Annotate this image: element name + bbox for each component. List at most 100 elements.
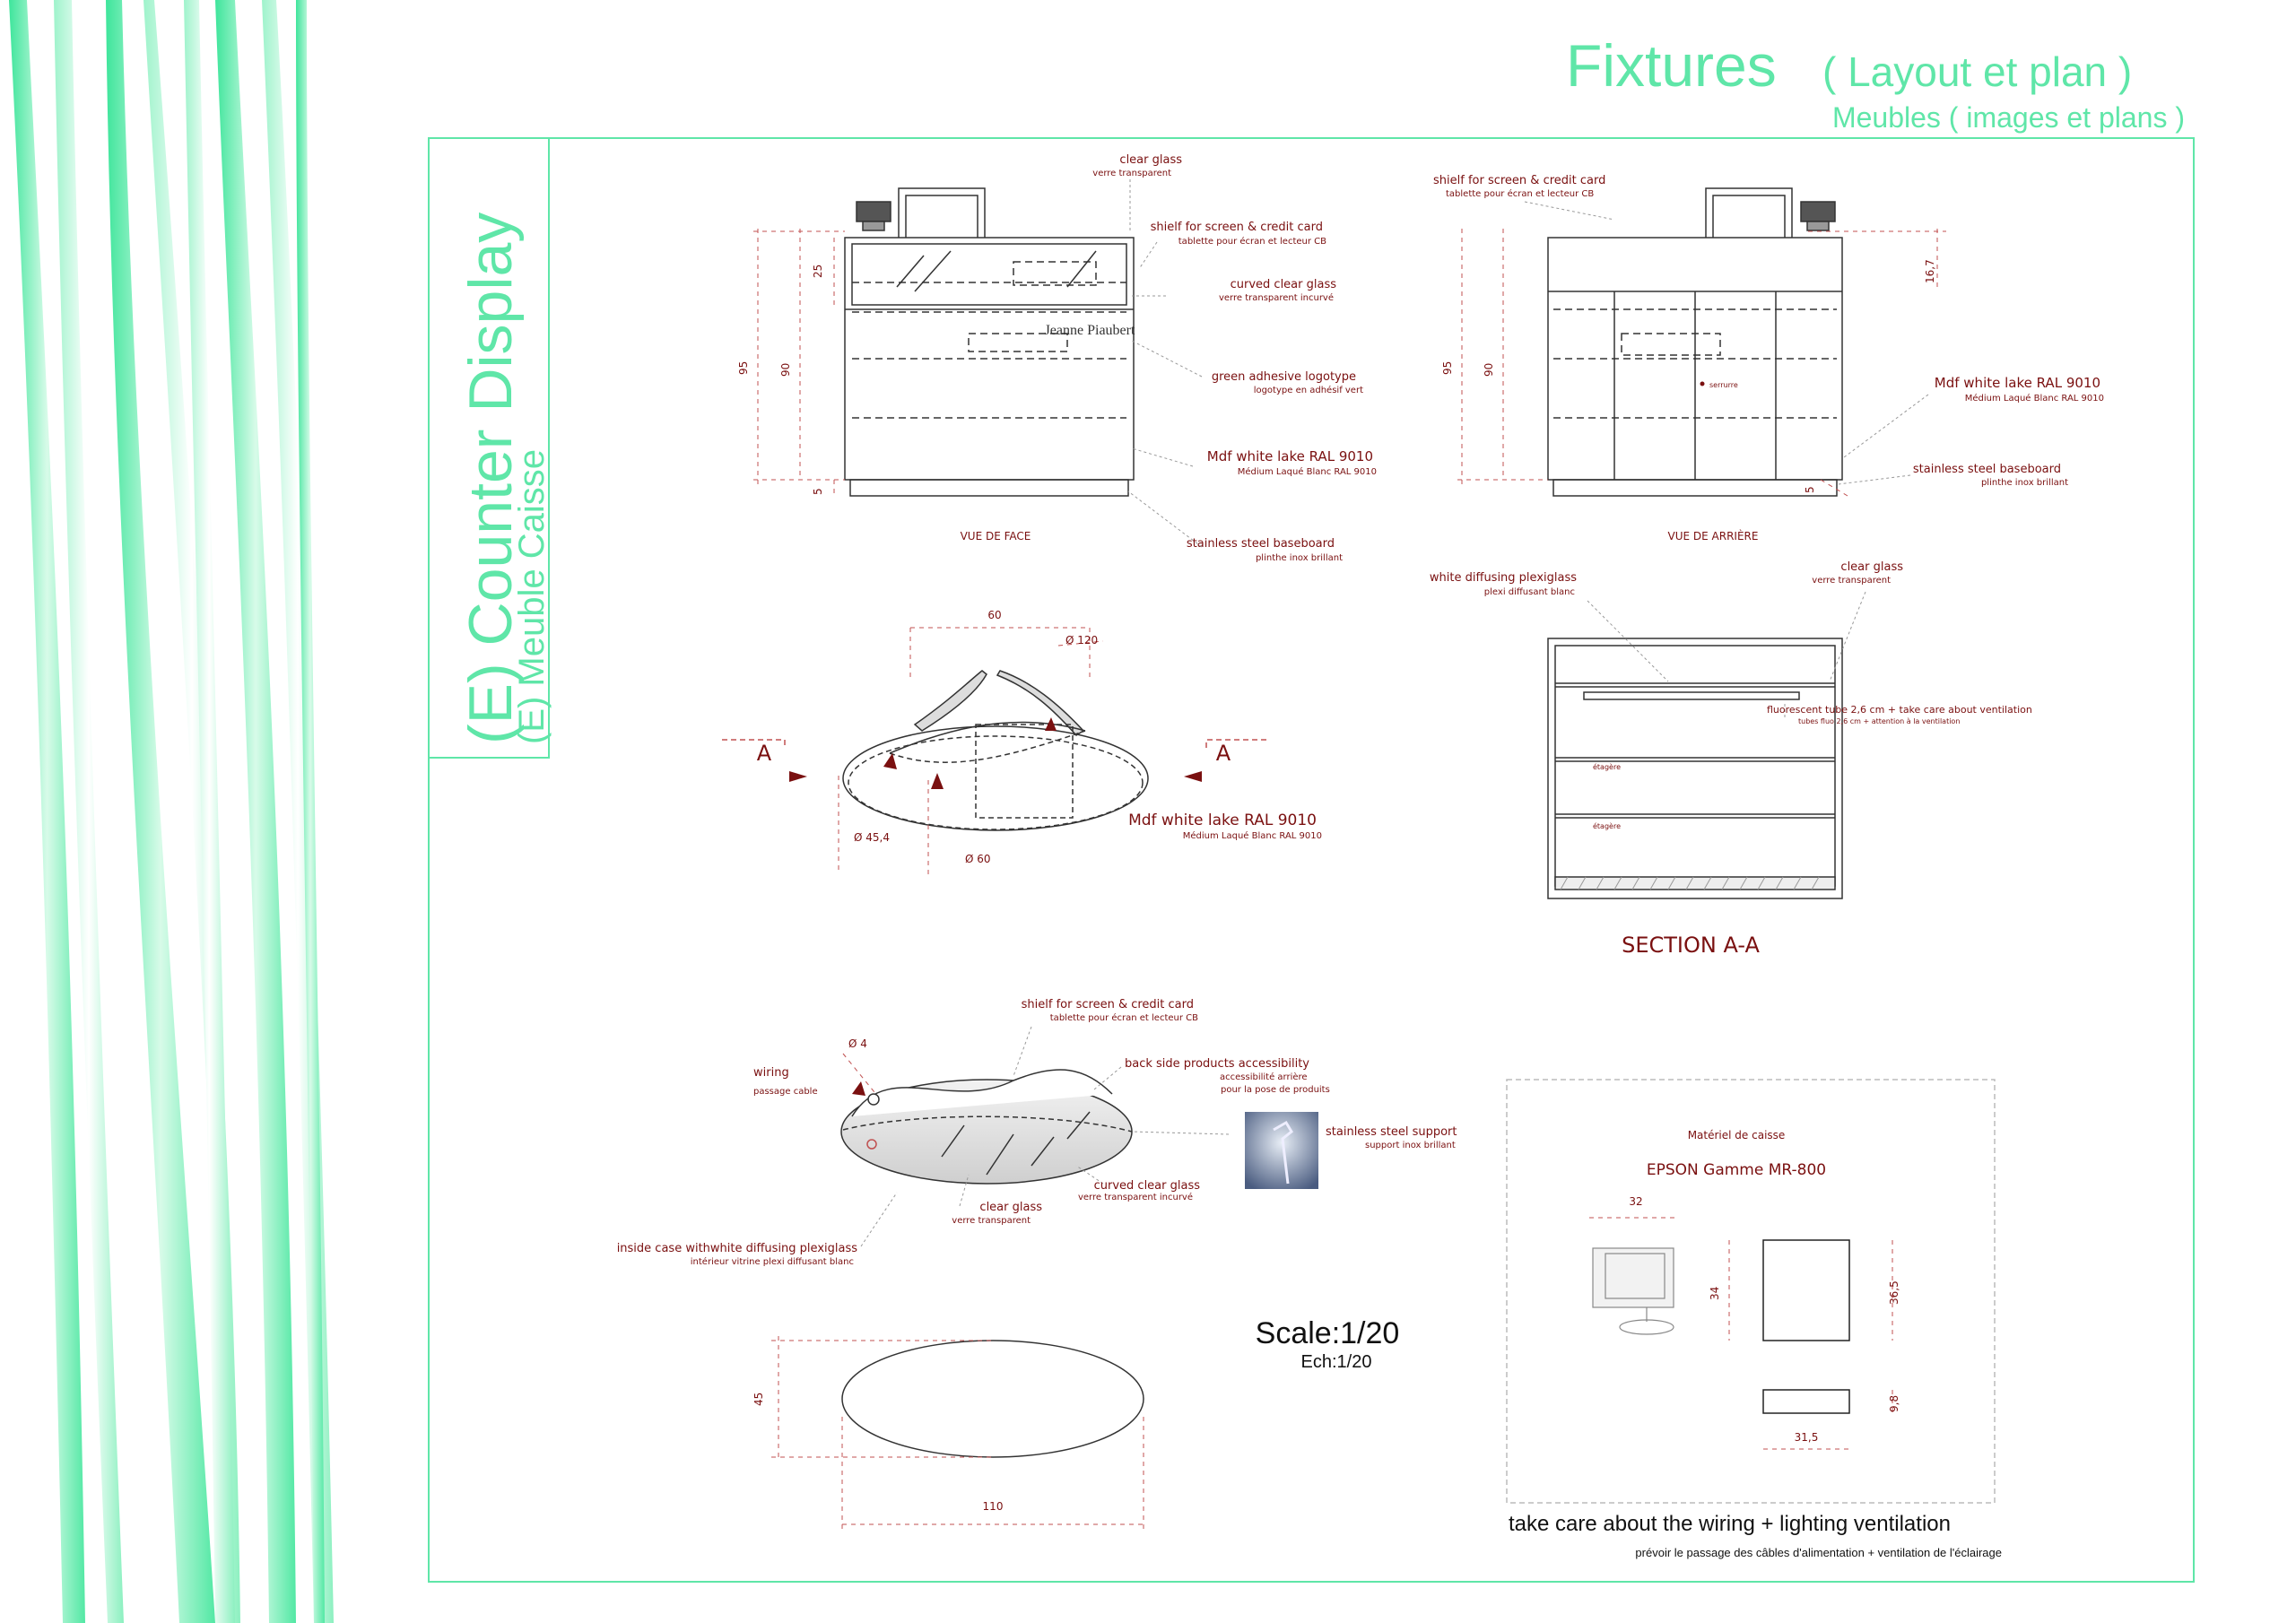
back-label-sub: Médium Laqué Blanc RAL 9010 (1965, 393, 2104, 404)
plan-top-label-main: Mdf white lake RAL 9010 (1128, 812, 1317, 829)
front-view-caption: VUE DE FACE (961, 530, 1031, 542)
plan-dim-60b: Ø 60 (965, 853, 991, 865)
side-title-frame (429, 138, 550, 759)
front-label-main: curved clear glass (1231, 278, 1337, 291)
equipment-box (1506, 1079, 1996, 1504)
arrow-a-right-label: A (1216, 741, 1231, 766)
header-subtitle: Meubles ( images et plans ) (1832, 101, 2185, 134)
plan-dim-120: Ø 120 (1065, 634, 1098, 647)
steel-support-icon (1273, 1120, 1293, 1185)
footer-note-sub: prévoir le passage des câbles d'alimenta… (1635, 1546, 2002, 1559)
section-title: SECTION A-A (1622, 933, 1760, 958)
back-view-caption: VUE DE ARRIÈRE (1668, 529, 1759, 542)
front-dim-90: 90 (779, 363, 792, 377)
front-leader-lines (1127, 179, 1203, 548)
front-label-sub: tablette pour écran et lecteur CB (1178, 236, 1326, 247)
section-drawing (1547, 638, 1843, 899)
section-marker-icon (883, 753, 897, 769)
section-label-main: clear glass (1840, 560, 1903, 574)
front-label-sub: verre transparent incurvé (1219, 292, 1334, 303)
front-label-main: stainless steel baseboard (1187, 537, 1335, 551)
header-title: Fixtures (1566, 32, 1777, 99)
equipment-model: EPSON Gamme MR-800 (1647, 1161, 1826, 1179)
front-view-drawing (753, 187, 1135, 497)
section-shelf-label: étagère (1593, 821, 1621, 830)
back-label-main: shielf for screen & credit card (1433, 174, 1605, 187)
section-label-main: white diffusing plexiglass (1430, 571, 1577, 585)
front-label-sub: verre transparent (1092, 169, 1171, 178)
equip-dim-34: 34 (1709, 1287, 1721, 1300)
footer-note: take care about the wiring + lighting ve… (1509, 1512, 1951, 1536)
glass-label-sub: verre transparent (952, 1216, 1031, 1226)
section-label-sub: tubes fluo 2,6 cm + attention à la venti… (1798, 717, 1960, 725)
section-marker-icon (1045, 717, 1057, 731)
back-view-labels: shielf for screen & credit card tablette… (1433, 174, 2104, 488)
front-label-main: shielf for screen & credit card (1151, 221, 1323, 234)
plan-top-drawing (722, 627, 1266, 874)
front-dim-25: 25 (812, 265, 824, 278)
plan-dim-60: 60 (987, 609, 1001, 621)
main-frame (428, 137, 2195, 1583)
back-leader-lines (1524, 201, 1929, 485)
plan-glass-leader-lines (860, 1026, 1230, 1247)
front-label-sub: Médium Laqué Blanc RAL 9010 (1238, 466, 1377, 477)
equip-dim-315: 31,5 (1795, 1431, 1819, 1444)
front-label-sub: plinthe inox brillant (1256, 553, 1343, 563)
equip-dim-32: 32 (1629, 1195, 1642, 1208)
section-label-main: fluorescent tube 2,6 cm + take care abou… (1767, 704, 2032, 716)
back-label-main: stainless steel baseboard (1913, 463, 2061, 476)
front-label-sub: logotype en adhésif vert (1254, 385, 1363, 395)
glass-label-sub: intérieur vitrine plexi diffusant blanc (691, 1256, 854, 1267)
section-label-sub: verre transparent (1812, 576, 1891, 586)
scale-sub: Ech:1/20 (1301, 1352, 1372, 1372)
section-labels: white diffusing plexiglass plexi diffusa… (1430, 560, 2032, 725)
glass-label-main: stainless steel support (1326, 1125, 1457, 1139)
plan-glass-dim-4: Ø 4 (848, 1037, 867, 1050)
side-subtitle: (E) Meuble Caisse (512, 449, 552, 744)
glass-label-main: inside case withwhite diffusing plexigla… (617, 1242, 858, 1255)
plan-dim-454: Ø 45,4 (854, 831, 890, 844)
header-title-paren: ( Layout et plan ) (1822, 48, 2132, 95)
back-label-sub: plinthe inox brillant (1981, 478, 2068, 488)
front-label-main: clear glass (1119, 153, 1182, 167)
glass-label-sub: verre transparent incurvé (1078, 1192, 1193, 1202)
scale-main: Scale:1/20 (1256, 1316, 1400, 1350)
glass-label-sub: passage cable (753, 1087, 818, 1097)
section-label-sub: plexi diffusant blanc (1484, 587, 1575, 597)
arrow-a-left-label: A (757, 741, 772, 766)
back-dim-167: 16,7 (1924, 259, 1936, 283)
glass-label-main: clear glass (979, 1201, 1042, 1214)
front-dim-5: 5 (812, 488, 824, 495)
glass-label-sub2: pour la pose de produits (1221, 1085, 1330, 1095)
plan-base-drawing (771, 1336, 1144, 1533)
back-label-main: Mdf white lake RAL 9010 (1935, 375, 2100, 391)
glass-label-main: wiring (753, 1066, 789, 1080)
section-marker-icon (931, 773, 944, 789)
back-inner-label: serrurre (1709, 381, 1738, 389)
arrow-a-left-icon (789, 771, 807, 782)
glass-label-sub: tablette pour écran et lecteur CB (1050, 1012, 1198, 1023)
decorative-stems (9, 0, 334, 1623)
glass-label-sub: accessibilité arrière (1220, 1072, 1308, 1082)
back-dim-5: 5 (1804, 486, 1816, 493)
steel-support-photo (1245, 1112, 1318, 1189)
back-view-drawing (1457, 187, 1946, 497)
wiring-marker-icon (852, 1081, 865, 1096)
back-label-sub: tablette pour écran et lecteur CB (1446, 188, 1594, 199)
section-leader-lines (1587, 591, 1866, 717)
equipment-monitor-drawing (1589, 1217, 1893, 1450)
glass-label-main: curved clear glass (1094, 1179, 1201, 1193)
plan-glass-drawing (840, 1053, 1133, 1185)
back-dim-90: 90 (1483, 363, 1495, 377)
base-dim-110: 110 (983, 1500, 1004, 1513)
front-label-main: Mdf white lake RAL 9010 (1207, 448, 1373, 464)
front-dim-95: 95 (737, 361, 750, 375)
equipment-heading: Matériel de caisse (1688, 1129, 1786, 1141)
front-logo: Jeanne Piaubert (1045, 323, 1135, 338)
equip-dim-365: 36,5 (1888, 1280, 1900, 1305)
front-label-main: green adhesive logotype (1212, 370, 1356, 384)
glass-label-main: shielf for screen & credit card (1022, 998, 1194, 1011)
section-shelf-label: étagère (1593, 762, 1621, 771)
base-dim-45: 45 (752, 1393, 765, 1406)
